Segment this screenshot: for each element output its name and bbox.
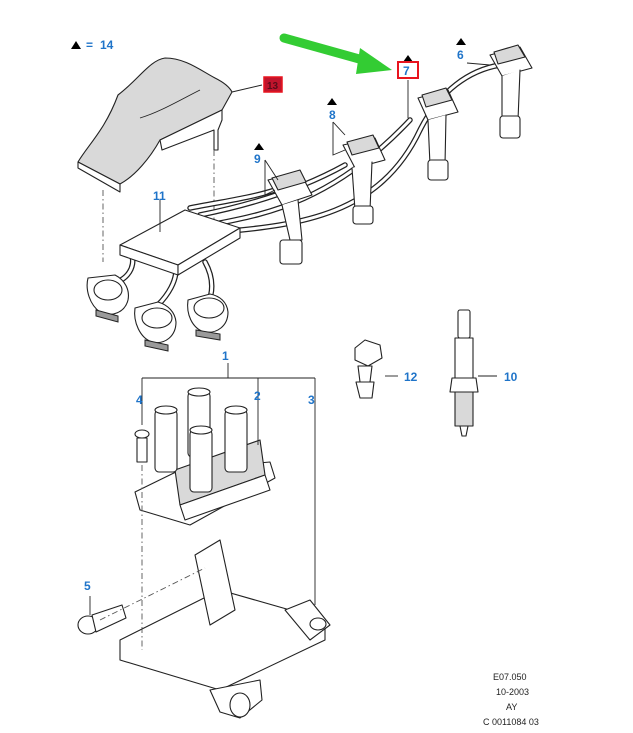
- plug-boot-9[interactable]: [267, 169, 313, 265]
- legend: = 14: [71, 38, 114, 52]
- plug-boot-7[interactable]: [417, 87, 459, 181]
- callout-11[interactable]: 11: [153, 189, 166, 203]
- coil-boot-1[interactable]: [86, 274, 129, 323]
- callout-6[interactable]: 6: [457, 48, 464, 62]
- callout-3[interactable]: 3: [308, 393, 315, 407]
- footer-line-3: AY: [506, 702, 517, 712]
- triangle-icon-8: [327, 98, 337, 105]
- triangle-icon-6: [456, 38, 466, 45]
- spark-plug[interactable]: [449, 309, 479, 437]
- triangle-icon-7: [403, 55, 413, 62]
- center-line-bolt5: [99, 567, 206, 621]
- callout-4[interactable]: 4: [136, 393, 143, 407]
- footer-line-2: 10-2003: [496, 687, 529, 697]
- coil-mounting-bracket[interactable]: [119, 539, 331, 719]
- green-arrow-icon: [279, 33, 392, 74]
- callout-1[interactable]: 1: [222, 349, 229, 363]
- triangle-icon-9: [254, 143, 264, 150]
- footer-line-1: E07.050: [493, 672, 527, 682]
- callout-7[interactable]: 7: [403, 64, 410, 78]
- coil-bolt[interactable]: [134, 429, 150, 463]
- plug-boot-8[interactable]: [342, 134, 386, 225]
- coil-boot-2[interactable]: [134, 301, 177, 352]
- callout-12[interactable]: 12: [404, 370, 418, 384]
- callout-10[interactable]: 10: [504, 370, 518, 384]
- footer-line-4: C 0011084 03: [483, 717, 539, 727]
- legend-triangle-icon: [71, 41, 81, 49]
- ht-lead-cover[interactable]: [77, 57, 233, 193]
- legend-equals: =: [86, 38, 93, 52]
- leader-lines: [89, 62, 497, 615]
- plug-boot-6[interactable]: [489, 44, 533, 139]
- ignition-coil-pack[interactable]: [134, 387, 276, 526]
- callout-7-highlight-box: [397, 61, 419, 79]
- callout-9[interactable]: 9: [254, 152, 261, 166]
- callout-13-highlight-box: [263, 76, 283, 93]
- callout-2[interactable]: 2: [254, 389, 261, 403]
- callout-13[interactable]: 13: [267, 81, 279, 92]
- wire-carrier[interactable]: [119, 209, 241, 276]
- coil-boot-3[interactable]: [187, 293, 229, 341]
- wire-clip[interactable]: [354, 339, 383, 399]
- callout-5[interactable]: 5: [84, 579, 91, 593]
- legend-value: 14: [100, 38, 114, 52]
- callout-8[interactable]: 8: [329, 108, 336, 122]
- drawing-reference-block: E07.050 10-2003 AY C 0011084 03: [483, 672, 539, 727]
